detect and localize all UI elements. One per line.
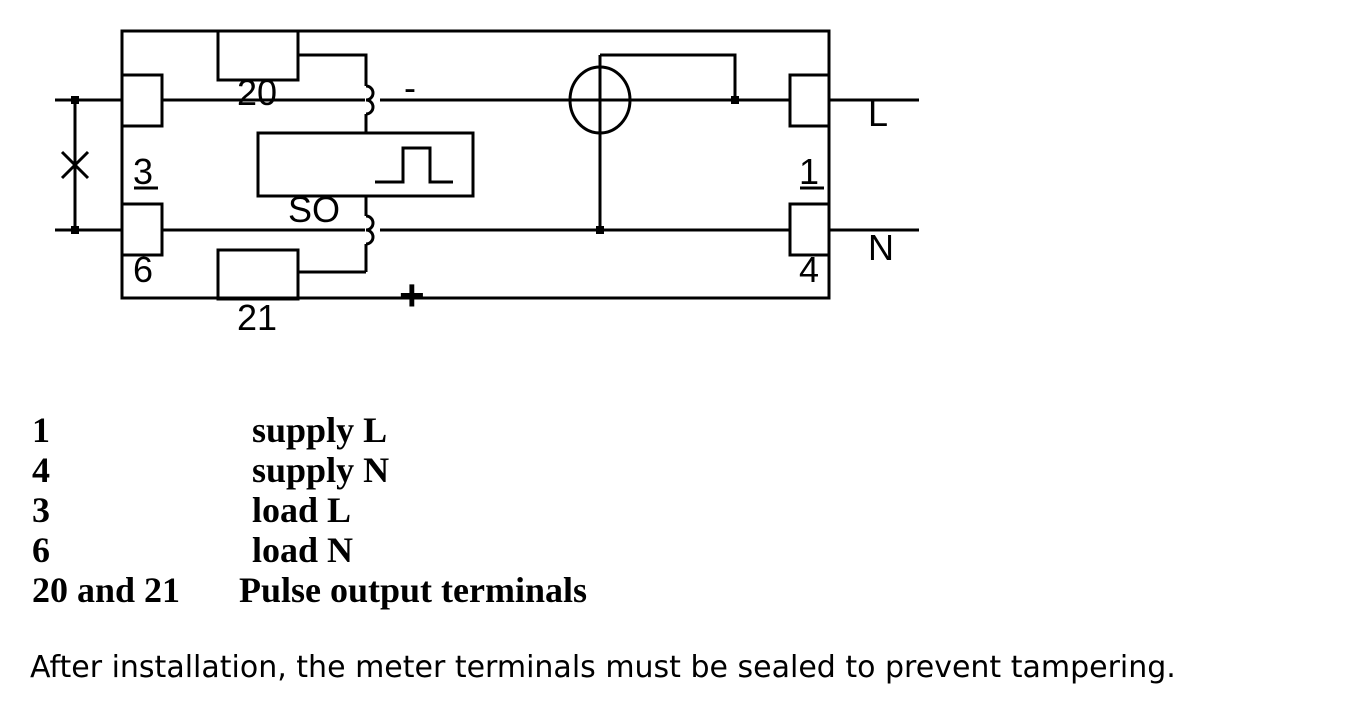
terminal-legend: 1 supply L 4 supply N 3 load L 6 load N … bbox=[32, 410, 587, 610]
legend-row: 4 supply N bbox=[32, 450, 587, 490]
terminal-3-label: 3 bbox=[133, 151, 153, 192]
pulse-symbol bbox=[375, 146, 453, 184]
legend-description: load N bbox=[252, 530, 354, 570]
terminal-1-label: 1 bbox=[799, 151, 819, 192]
legend-description: supply L bbox=[252, 410, 388, 450]
plus-label: + bbox=[399, 271, 425, 320]
terminal-1-block bbox=[788, 73, 829, 128]
so-label: SO bbox=[288, 189, 340, 230]
legend-terminal: 1 bbox=[32, 410, 50, 450]
legend-row: 6 load N bbox=[32, 530, 587, 570]
legend-terminal: 6 bbox=[32, 530, 50, 570]
terminal-21-label: 21 bbox=[237, 297, 277, 338]
line-l-label: L bbox=[868, 93, 888, 134]
meter-enclosure bbox=[120, 29, 831, 300]
legend-row: 1 supply L bbox=[32, 410, 587, 450]
legend-terminal: 3 bbox=[32, 490, 50, 530]
terminal-3-block bbox=[122, 73, 164, 128]
pulse-output-box bbox=[256, 131, 475, 198]
terminal-20-label: 20 bbox=[237, 72, 277, 113]
installation-note: After installation, the meter terminals … bbox=[30, 650, 1176, 685]
legend-row: 3 load L bbox=[32, 490, 587, 530]
terminal-6-label: 6 bbox=[133, 249, 153, 290]
legend-description: supply N bbox=[252, 450, 390, 490]
terminal-6-block bbox=[120, 202, 164, 257]
terminal-4-label: 4 bbox=[799, 249, 819, 290]
line-n-label: N bbox=[868, 227, 894, 268]
terminal-21-block bbox=[216, 248, 300, 301]
minus-label: - bbox=[404, 67, 416, 108]
legend-terminal: 20 and 21 bbox=[32, 570, 181, 610]
legend-terminal: 4 bbox=[32, 450, 50, 490]
legend-row: 20 and 21 Pulse output terminals bbox=[32, 570, 587, 610]
terminal-4-block bbox=[788, 202, 831, 257]
wiring-diagram: 20 - 3 SO 6 21 + 1 4 L N bbox=[55, 29, 919, 338]
legend-description: load L bbox=[252, 490, 352, 530]
legend-description: Pulse output terminals bbox=[239, 570, 588, 610]
